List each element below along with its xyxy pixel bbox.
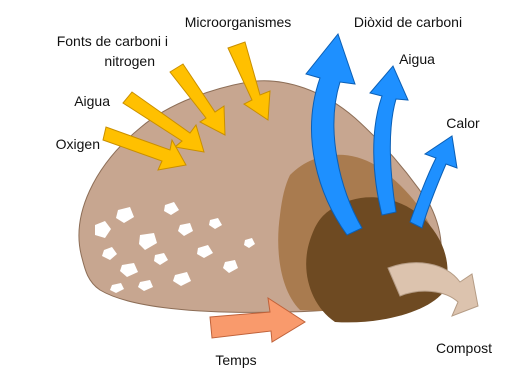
carbon-nitrogen-label-line2: nitrogen — [104, 53, 155, 69]
water-input-label: Aigua — [74, 93, 110, 109]
water-output-label: Aigua — [399, 51, 435, 67]
compost-label: Compost — [436, 340, 492, 356]
heat-label: Calor — [446, 115, 480, 131]
carbon-nitrogen-label-line1: Fonts de carboni i — [57, 33, 168, 49]
oxygen-label: Oxigen — [56, 136, 100, 152]
carbon-dioxide-label: Diòxid de carboni — [354, 14, 462, 30]
microorganisms-label: Microorganismes — [185, 14, 292, 30]
time-label: Temps — [215, 352, 256, 368]
